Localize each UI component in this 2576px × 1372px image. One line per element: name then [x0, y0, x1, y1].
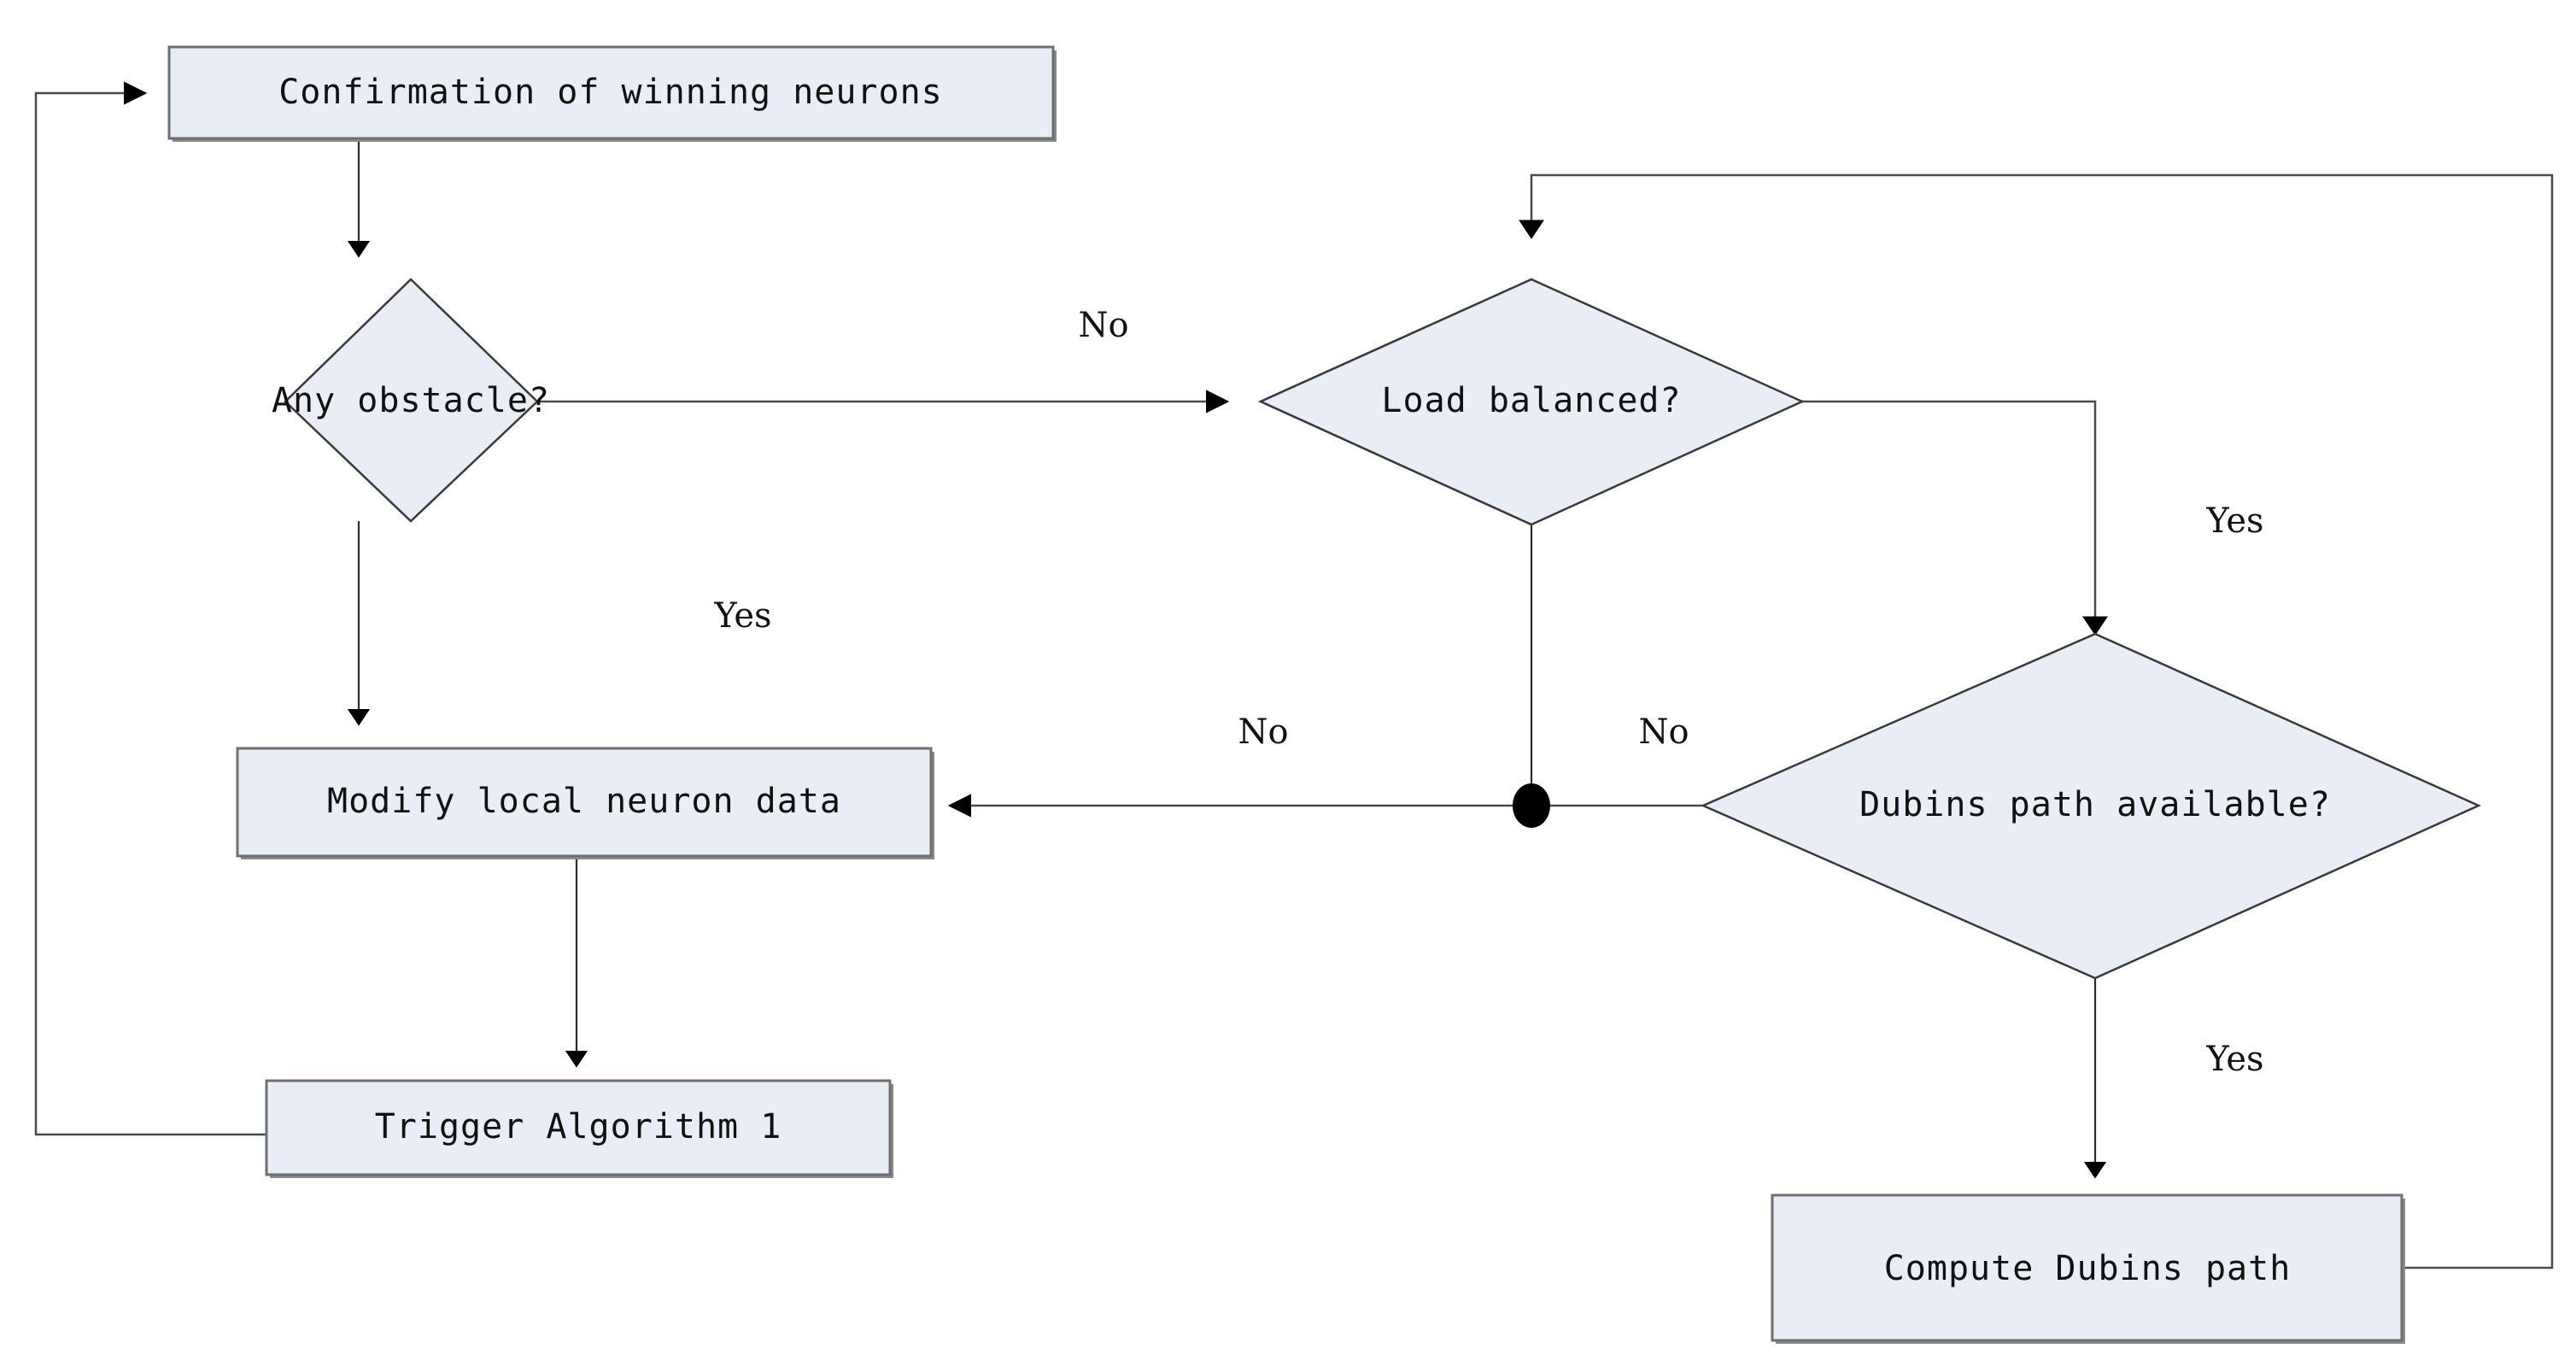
edge-label-dubins-no: No — [1638, 712, 1689, 752]
node-label-modify-local-neuron-data: Modify local neuron data — [327, 782, 841, 821]
edge-label-obstacle-no: No — [1078, 306, 1128, 345]
node-label-confirmation: Confirmation of winning neurons — [278, 73, 943, 112]
edge-label-balanced-yes: Yes — [2205, 501, 2263, 541]
edge-computedubins-to-loadbalanced — [1519, 173, 2554, 1269]
node-label-compute-dubins-path: Compute Dubins path — [1884, 1249, 2292, 1288]
node-label-load-balanced: Load balanced? — [1381, 381, 1681, 420]
edge-label-dubins-yes: Yes — [2205, 1040, 2263, 1079]
node-load-balanced[interactable]: Load balanced? — [1257, 278, 1806, 526]
junction-dot — [1513, 783, 1550, 828]
node-dubins-path-available[interactable]: Dubins path available? — [1700, 632, 2482, 980]
node-trigger-algorithm-1[interactable]: Trigger Algorithm 1 — [265, 1079, 893, 1178]
node-label-any-obstacle: Any obstacle? — [272, 381, 550, 420]
node-modify-local-neuron-data[interactable]: Modify local neuron data — [236, 747, 934, 859]
node-label-trigger-algorithm-1: Trigger Algorithm 1 — [375, 1107, 782, 1146]
node-compute-dubins-path[interactable]: Compute Dubins path — [1771, 1193, 2405, 1344]
node-confirmation-of-winning-neurons[interactable]: Confirmation of winning neurons — [167, 45, 1057, 142]
edge-label-obstacle-yes: Yes — [713, 596, 771, 636]
node-any-obstacle[interactable]: Any obstacle? — [272, 278, 550, 523]
edge-trigger-to-confirmation — [34, 81, 266, 1136]
node-label-dubins-path-available: Dubins path available? — [1859, 785, 2331, 824]
edge-label-balanced-no: No — [1238, 712, 1288, 752]
